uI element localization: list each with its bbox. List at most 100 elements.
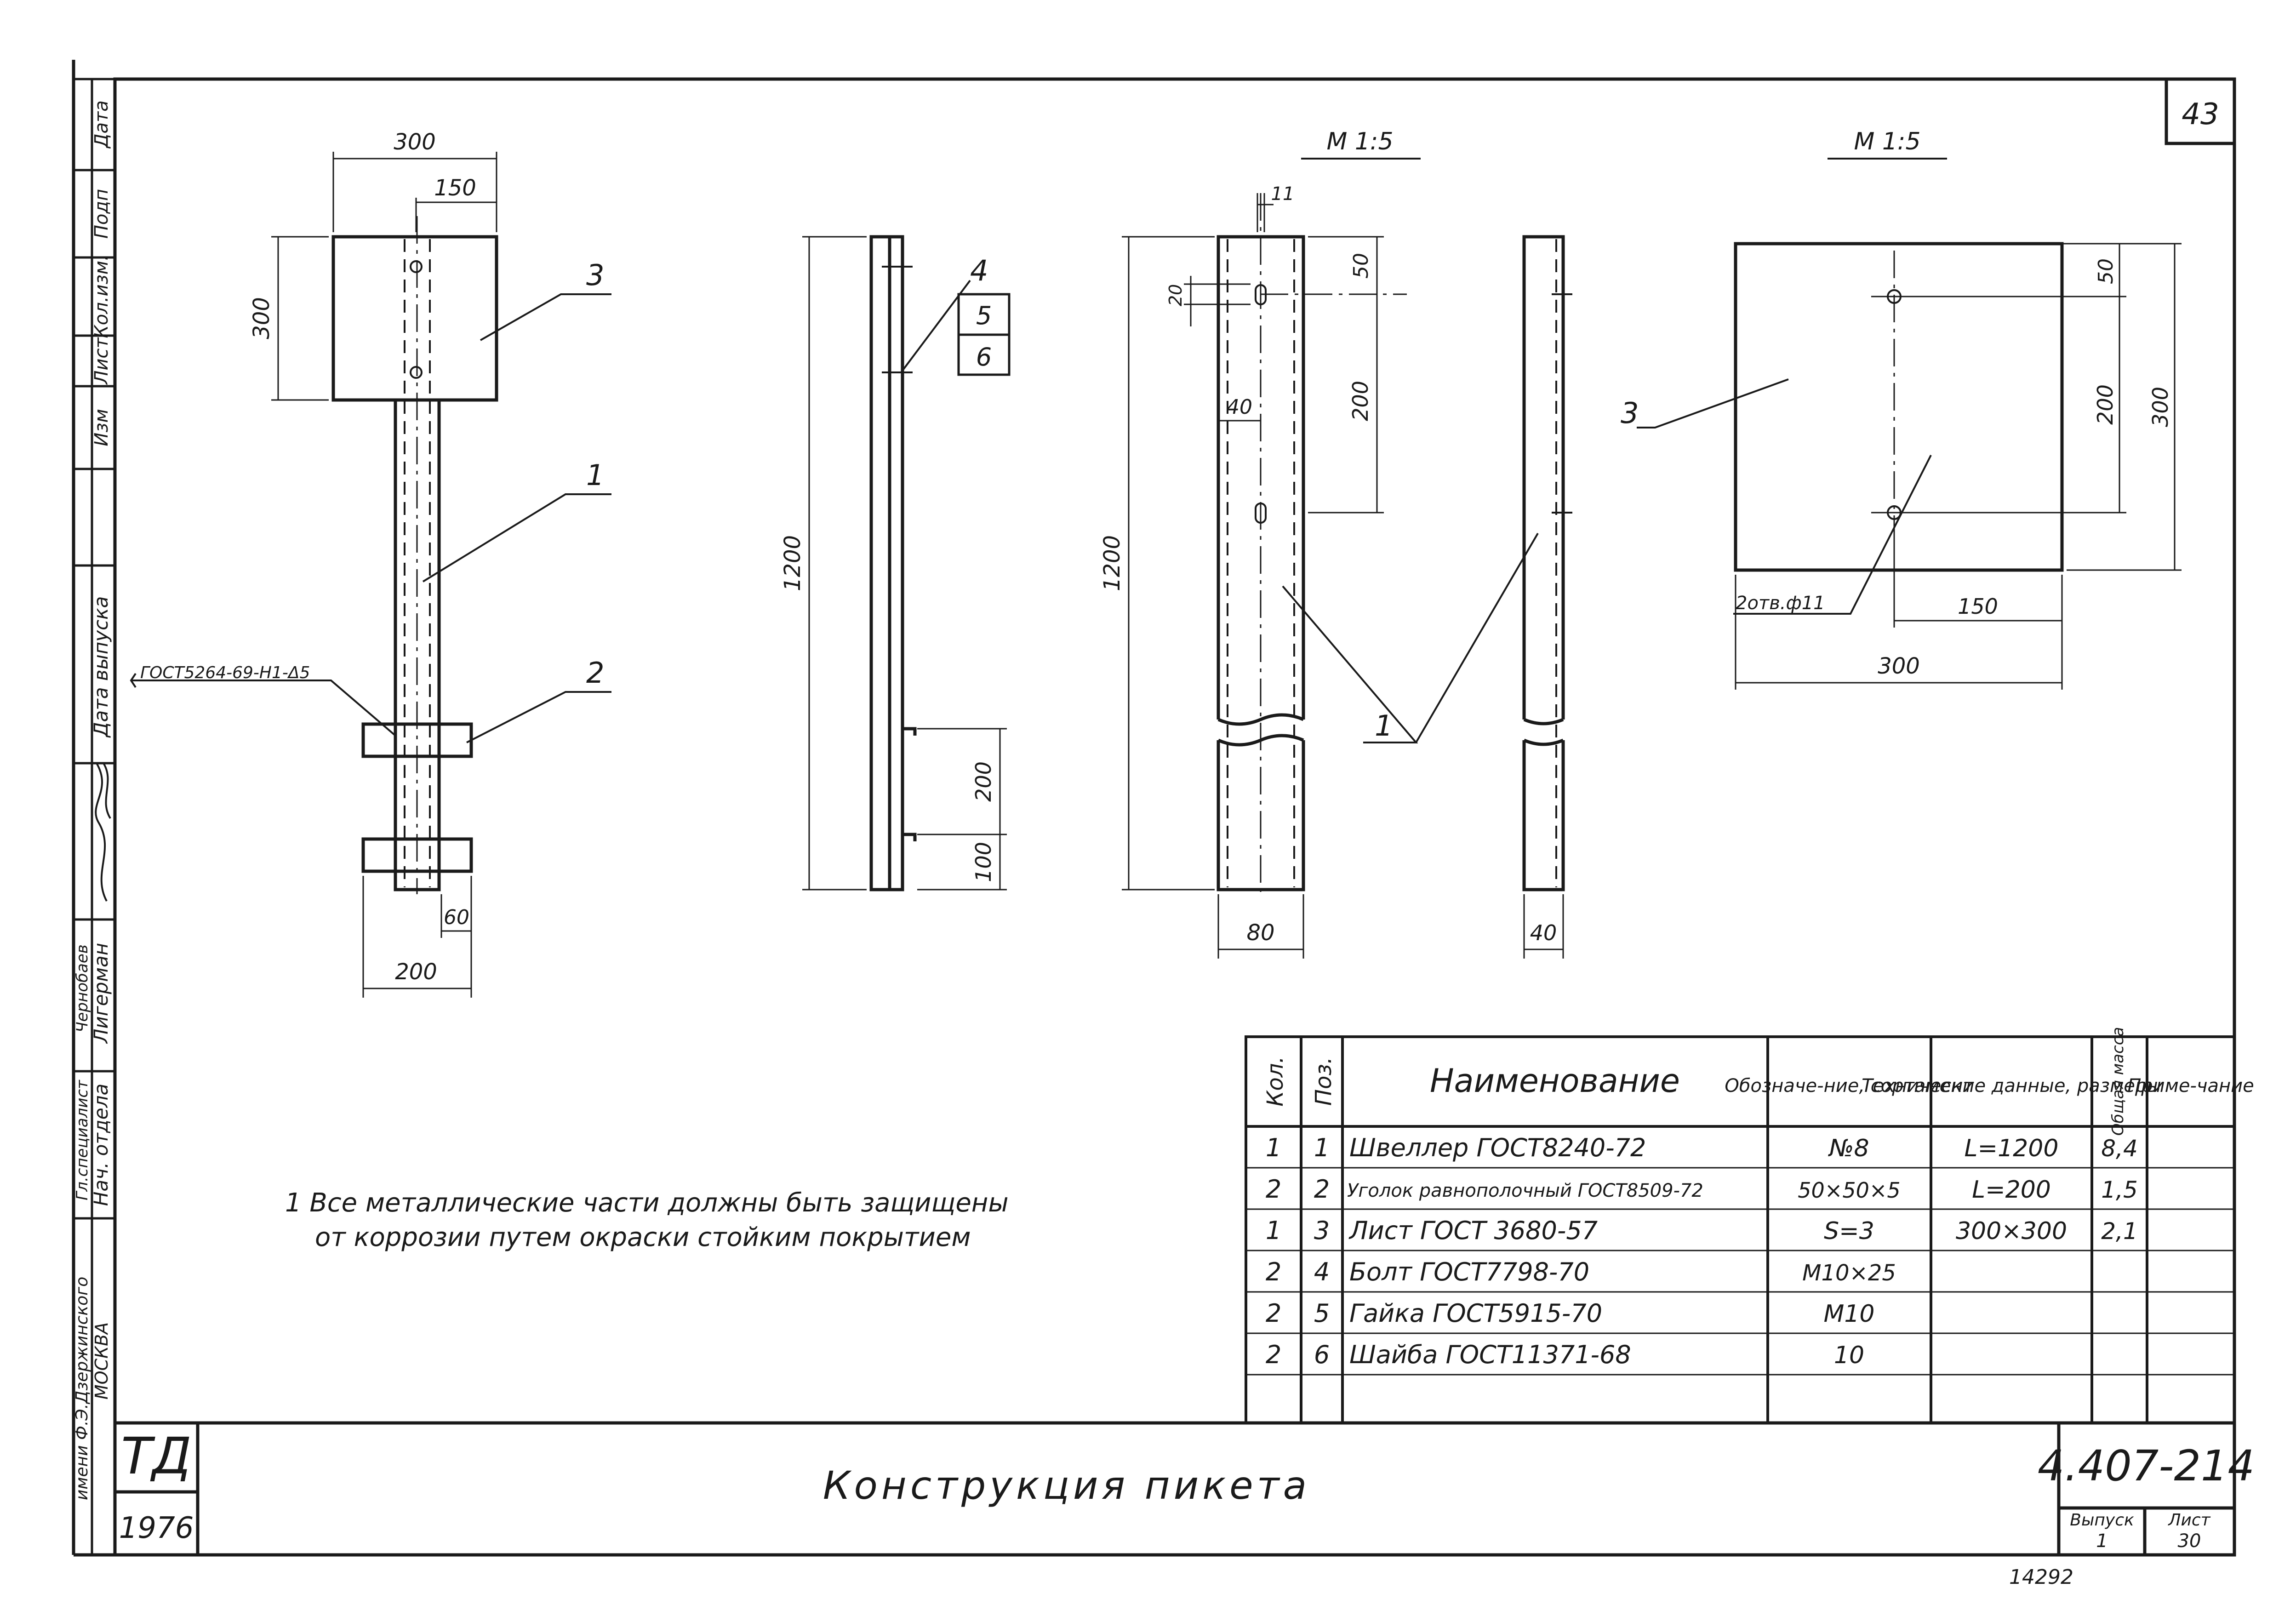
- issue-value: 1: [2096, 1531, 2108, 1552]
- cell-qty: 2: [1266, 1340, 1281, 1369]
- cell-pos: 2: [1314, 1175, 1330, 1204]
- note-line-1: 1 Все металлические части должны быть за…: [285, 1188, 1009, 1218]
- org-code: ТД: [121, 1427, 191, 1485]
- cell-qty: 2: [1266, 1175, 1281, 1204]
- holes-note: 2отв.ф11: [1736, 593, 1825, 614]
- pos-marker-2: 2: [586, 656, 604, 690]
- dim-angle-bottom: 100: [971, 842, 996, 882]
- archive-number: 14292: [2009, 1565, 2073, 1589]
- header-qty: Кол.: [1262, 1056, 1288, 1106]
- dim-sheet-half: 150: [1958, 594, 1998, 619]
- table-row: 1 3 Лист ГОСТ 3680-57 S=3 300×300 2,1: [1266, 1216, 2138, 1245]
- cell-designation: №8: [1828, 1135, 1869, 1162]
- channel-front-view: М 1:5: [1099, 128, 1421, 959]
- general-note: 1 Все металлические части должны быть за…: [285, 1188, 1009, 1252]
- release-date-label: Дата выпуска: [90, 596, 112, 738]
- sheet-label: Лист: [2167, 1511, 2210, 1530]
- dim-sheet-top: 50: [2094, 258, 2118, 284]
- cell-designation: S=3: [1824, 1217, 1874, 1245]
- table-row: 2 5 Гайка ГОСТ5915-70 М10: [1266, 1299, 1875, 1328]
- dim-sheet-width: 300: [1878, 653, 1920, 679]
- issue-label: Выпуск: [2070, 1511, 2134, 1530]
- side-view: 1200 200 100 4 5 6: [780, 235, 1011, 891]
- spec-table: Кол. Поз. Наименование Обозначе-ние, сор…: [1245, 1027, 2254, 1424]
- cell-designation: М10×25: [1802, 1260, 1896, 1286]
- institute-name: имени Ф.Э.Дзержинского: [73, 1277, 91, 1500]
- weld-note: ГОСТ5264-69-Н1-Δ5: [140, 663, 310, 682]
- cell-tech: L=1200: [1965, 1135, 2059, 1162]
- cell-designation: М10: [1823, 1300, 1874, 1328]
- cell-mass: 2,1: [2101, 1218, 2138, 1245]
- dim-hole-top: 50: [1349, 253, 1373, 279]
- header-tech: Технические данные, размеры: [1862, 1075, 2161, 1097]
- table-row: 2 2 Уголок равнополочный ГОСТ8509-72 50×…: [1266, 1175, 2138, 1204]
- dim-plate-height: 300: [249, 297, 274, 339]
- header-remark: Приме-чание: [2127, 1075, 2254, 1097]
- stamp-cell-date: Дата: [91, 100, 112, 149]
- dim-base-small: 60: [444, 906, 469, 929]
- pos-marker-4: 4: [970, 254, 988, 287]
- dim-hole-length: 20: [1165, 284, 1186, 306]
- cell-name: Болт ГОСТ7798-70: [1349, 1257, 1589, 1286]
- cell-name: Лист ГОСТ 3680-57: [1348, 1216, 1598, 1245]
- cell-qty: 2: [1266, 1299, 1281, 1328]
- dim-hole-spacing: 200: [1348, 381, 1373, 421]
- pos-marker-6: 6: [976, 343, 992, 371]
- dim-channel-depth: 40: [1530, 920, 1557, 945]
- stamp-role-head: Нач. отдела: [90, 1084, 112, 1206]
- channel-side-view: 40 1: [1282, 235, 1572, 959]
- header-designation: Обозначе-ние, сортамент: [1725, 1075, 1974, 1097]
- dim-plate-width: 300: [394, 129, 436, 155]
- dim-hole-width: 11: [1271, 183, 1295, 205]
- sheet-value: 30: [2178, 1531, 2201, 1552]
- title-block: ТД 1976 Конструкция пикета 4.407-214 Вып…: [115, 1421, 2255, 1589]
- stamp-role-chief: Гл.специалист: [73, 1079, 91, 1200]
- dim-channel-height: 1200: [1099, 535, 1125, 591]
- stamp-cell-changes: Кол.изм.: [91, 255, 112, 338]
- sheet-plate-view: М 1:5 50 200 300 150 300: [1621, 128, 2182, 690]
- dim-hole-offset: 40: [1227, 395, 1252, 419]
- cell-mass: 1,5: [2101, 1177, 2138, 1203]
- stamp-cell-sign: Подп: [91, 189, 112, 239]
- cell-pos: 6: [1314, 1340, 1330, 1369]
- dim-channel-width: 80: [1246, 920, 1274, 946]
- designation-code: 4.407-214: [2038, 1441, 2255, 1491]
- stamp-cell-rev: Изм: [91, 409, 112, 446]
- cell-name: Гайка ГОСТ5915-70: [1349, 1299, 1602, 1328]
- cell-qty: 1: [1266, 1133, 1281, 1162]
- cell-pos: 1: [1314, 1133, 1330, 1162]
- stamp-name-chief: Чернобаев: [73, 944, 91, 1033]
- pos-marker-3-sheet: 3: [1621, 396, 1639, 430]
- cell-qty: 1: [1266, 1216, 1281, 1245]
- table-row: 2 4 Болт ГОСТ7798-70 М10×25: [1266, 1257, 1896, 1286]
- header-pos: Поз.: [1311, 1057, 1336, 1106]
- dim-angle-spacing: 200: [971, 761, 996, 802]
- dim-post-height: 1200: [780, 535, 805, 591]
- cell-qty: 2: [1266, 1257, 1281, 1286]
- table-row: 2 6 Шайба ГОСТ11371-68 10: [1266, 1340, 1864, 1369]
- pos-marker-3: 3: [586, 258, 604, 292]
- institute-city: МОСКВА: [91, 1322, 112, 1399]
- cell-pos: 3: [1314, 1216, 1330, 1245]
- scale-label-2: М 1:5: [1854, 128, 1920, 155]
- cell-tech: L=200: [1972, 1176, 2051, 1204]
- dim-sheet-height: 300: [2148, 387, 2173, 427]
- page-number: 43: [2182, 97, 2219, 131]
- pos-marker-5: 5: [976, 301, 992, 330]
- scale-label-1: М 1:5: [1326, 128, 1393, 155]
- assembly-view: 300 150 300 200 60 3 1 2 ГОСТ5264-69-Н1-…: [130, 129, 611, 998]
- cell-designation: 10: [1834, 1342, 1864, 1369]
- pos-marker-1: 1: [586, 458, 604, 492]
- cell-pos: 5: [1314, 1299, 1330, 1328]
- stamp-cell-sheet: Лист: [91, 337, 112, 385]
- header-mass: Общая масса: [2109, 1027, 2127, 1136]
- cell-name: Швеллер ГОСТ8240-72: [1349, 1133, 1646, 1162]
- stamp-name-head: Лигерман: [90, 943, 112, 1044]
- cell-tech: 300×300: [1956, 1217, 2067, 1245]
- side-stamp: Дата Подп Кол.изм. Лист Изм Дата выпуска…: [73, 78, 115, 1555]
- header-name: Наименование: [1430, 1062, 1680, 1100]
- sheet-frame: [72, 60, 2236, 1557]
- note-line-2: от коррозии путем окраски стойким покрыт…: [315, 1222, 971, 1252]
- dim-sheet-spacing: 200: [2093, 384, 2118, 425]
